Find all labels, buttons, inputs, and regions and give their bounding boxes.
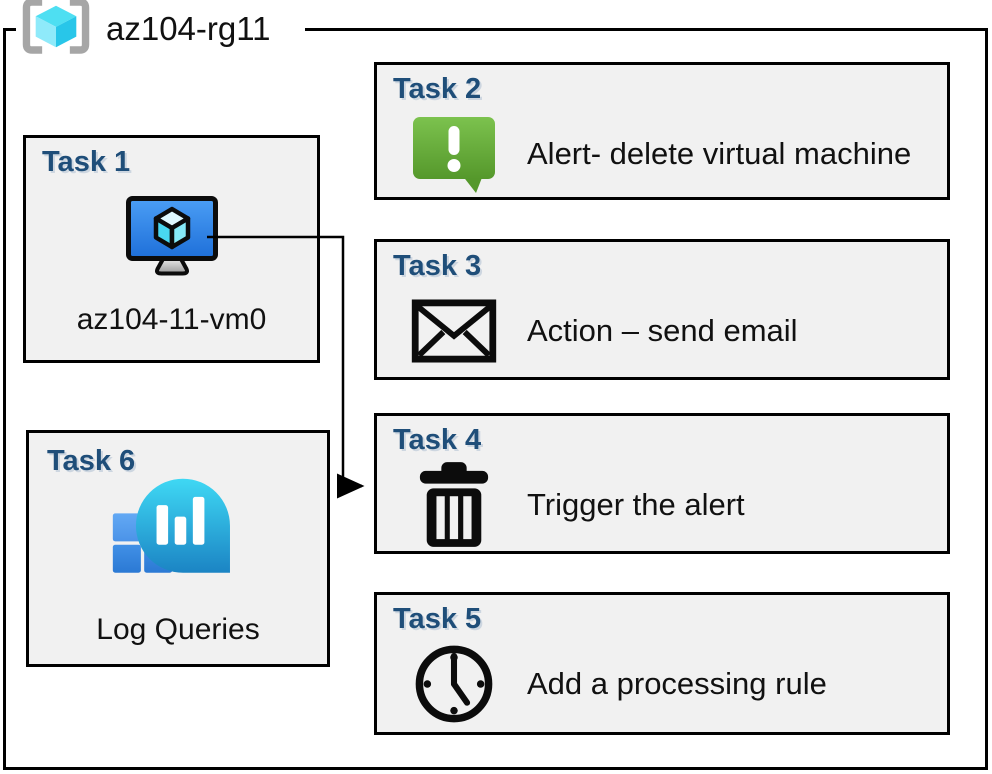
resource-group-label: az104-rg11 — [16, 0, 305, 56]
virtual-machine-icon — [125, 196, 218, 281]
resource-group-name: az104-rg11 — [106, 9, 271, 47]
task3-box: Task 3 Action – send email — [374, 239, 950, 380]
alert-icon — [409, 113, 499, 195]
task2-label: Alert- delete virtual machine — [527, 136, 912, 171]
task6-label: Log Queries — [96, 613, 260, 646]
log-analytics-icon — [112, 477, 244, 591]
task5-header: Task 5 — [393, 603, 482, 635]
task1-header: Task 1 — [42, 146, 131, 178]
task1-box: Task 1 az104-11 — [23, 135, 320, 363]
task5-box: Task 5 Add a processing rule — [374, 592, 950, 735]
task6-box: Task 6 — [26, 430, 330, 667]
task3-label: Action – send email — [527, 313, 798, 348]
task5-label: Add a processing rule — [527, 666, 827, 701]
trash-icon — [409, 460, 499, 550]
clock-icon — [409, 641, 499, 727]
task2-header: Task 2 — [393, 73, 482, 105]
task3-header: Task 3 — [393, 250, 482, 282]
task4-box: Task 4 Trigger the alert — [374, 413, 950, 554]
task6-header: Task 6 — [47, 445, 136, 477]
task1-label: az104-11-vm0 — [76, 303, 267, 336]
email-icon — [409, 299, 499, 363]
task4-header: Task 4 — [393, 424, 482, 456]
task2-box: Task 2 Alert- delete virtual machine — [374, 62, 950, 200]
resource-group-icon — [20, 0, 92, 60]
task4-label: Trigger the alert — [527, 487, 745, 522]
